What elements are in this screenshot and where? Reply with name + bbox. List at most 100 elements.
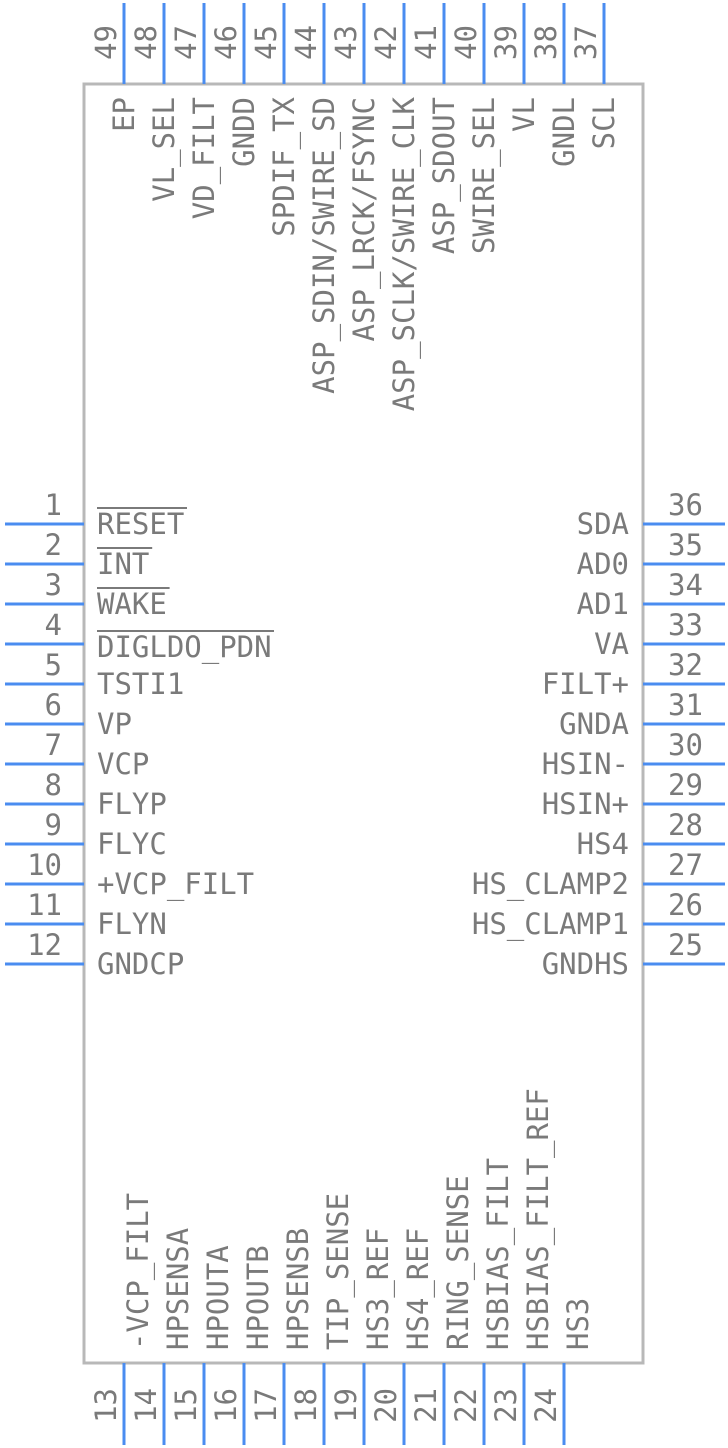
pin-6-number: 6 [45,688,62,722]
pin-3-number: 3 [45,568,62,602]
pin-37-label: SCL [587,97,621,149]
pin-26-number: 26 [668,888,703,922]
pin-23-number: 23 [489,1388,523,1423]
pin-24-number: 24 [529,1388,563,1423]
pin-35-number: 35 [668,528,703,562]
pin-14-number: 14 [129,1388,163,1423]
pin-9-number: 9 [45,808,62,842]
pin-34-number: 34 [668,568,703,602]
pin-4-label: DIGLDO_PDN [97,630,272,665]
pin-32-label: FILT+ [542,667,629,701]
pin-28-number: 28 [668,808,703,842]
pin-39-label: VL [507,97,541,132]
pin-7-number: 7 [45,728,62,762]
pin-30-label: HSIN- [542,747,629,781]
pin-5-number: 5 [45,648,62,682]
pin-2-label: INT [97,547,149,581]
pin-1-label: RESET [97,507,184,541]
pin-44-label: ASP_SDIN/SWIRE_SD [307,97,342,394]
pin-46-number: 46 [209,25,243,60]
pin-36-number: 36 [668,488,703,522]
pin-43-number: 43 [329,25,363,60]
pin-7-label: VCP [97,747,149,781]
pin-37-number: 37 [569,25,603,60]
pin-10-label: +VCP_FILT [97,867,254,902]
pin-15-label: HPOUTA [201,1245,235,1350]
pin-49-number: 49 [89,25,123,60]
pin-21-label: RING_SENSE [441,1175,476,1350]
pin-31-label: GNDA [559,707,629,741]
pin-17-number: 17 [249,1388,283,1423]
pin-33-label: VA [594,627,629,661]
pin-25-number: 25 [668,928,703,962]
pin-47-label: VD_FILT [187,97,222,219]
pin-48-label: VL_SEL [147,97,182,202]
pin-45-number: 45 [249,25,283,60]
pin-18-number: 18 [289,1388,323,1423]
pin-42-number: 42 [369,25,403,60]
pin-10-number: 10 [27,848,62,882]
pin-47-number: 47 [169,25,203,60]
pin-45-label: SPDIF_TX [267,96,302,236]
pin-29-label: HSIN+ [542,787,629,821]
pin-19-number: 19 [329,1388,363,1423]
pin-11-label: FLYN [97,907,167,941]
bottom-pin-group: 13 -VCP_FILT 14 HPSENSA 15 HPOUTA 16 HPOUTB 17 HP… [89,1088,595,1445]
pin-13-label: -VCP_FILT [121,1193,156,1350]
pin-3-label: WAKE [97,587,167,621]
pin-9-label: FLYC [97,827,167,861]
pin-35-label: AD0 [577,547,629,581]
pin-1-number: 1 [45,488,62,522]
top-pin-group: 37SCL38GNDL39VL40SWIRE_SEL41ASP_SDOUT42A… [89,3,621,411]
pin-38-label: GNDL [547,97,581,167]
pin-16-number: 16 [209,1388,243,1423]
pin-42-label: ASP_SCLK/SWIRE_CLK [387,96,422,411]
pin-4-number: 4 [45,608,62,642]
pin-20-label: HS4_REF [401,1228,436,1350]
pin-8-number: 8 [45,768,62,802]
pin-29-number: 29 [668,768,703,802]
pin-15-number: 15 [169,1388,203,1423]
pin-33-number: 33 [668,608,703,642]
pin-26-label: HS_CLAMP1 [472,907,629,942]
pin-34-label: AD1 [577,587,629,621]
pin-23-label: HSBIAS_FILT_REF [521,1088,556,1350]
pin-5-label: TSTI1 [97,667,184,701]
pin-22-label: HSBIAS_FILT [481,1158,516,1350]
pin-25-label: GNDHS [542,947,629,981]
pin-36-label: SDA [577,507,629,541]
pin-21-number: 21 [409,1388,443,1423]
pin-11-number: 11 [27,888,62,922]
pin-12-number: 12 [27,928,62,962]
pin-40-label: SWIRE_SEL [467,97,502,254]
pin-43-label: ASP_LRCK/FSYNC [347,97,382,341]
right-pin-group: 25GNDHS26HS_CLAMP127HS_CLAMP228HS429HSIN… [472,488,725,981]
pin-14-label: HPSENSA [161,1228,195,1350]
pin-6-label: VP [97,707,132,741]
pin-44-number: 44 [289,25,323,60]
pin-32-number: 32 [668,648,703,682]
pin-30-number: 30 [668,728,703,762]
pin-17-label: HPSENSB [281,1228,315,1350]
pin-28-label: HS4 [577,827,629,861]
pin-8-label: FLYP [97,787,167,821]
pin-24-label: HS3 [561,1298,595,1350]
pin-40-number: 40 [449,25,483,60]
pin-31-number: 31 [668,688,703,722]
pin-19-label: HS3_REF [361,1228,396,1350]
pin-18-label: TIP_SENSE [321,1193,356,1350]
pin-41-label: ASP_SDOUT [427,97,462,254]
pin-27-label: HS_CLAMP2 [472,867,629,902]
pin-41-number: 41 [409,25,443,60]
pin-49-label: EP [107,97,141,132]
pin-27-number: 27 [668,848,703,882]
pin-22-number: 22 [449,1388,483,1423]
pin-16-label: HPOUTB [241,1245,275,1350]
pin-20-number: 20 [369,1388,403,1423]
pin-13-number: 13 [89,1388,123,1423]
pin-46-label: GNDD [227,97,261,167]
pin-2-number: 2 [45,528,62,562]
pin-12-label: GNDCP [97,947,184,981]
